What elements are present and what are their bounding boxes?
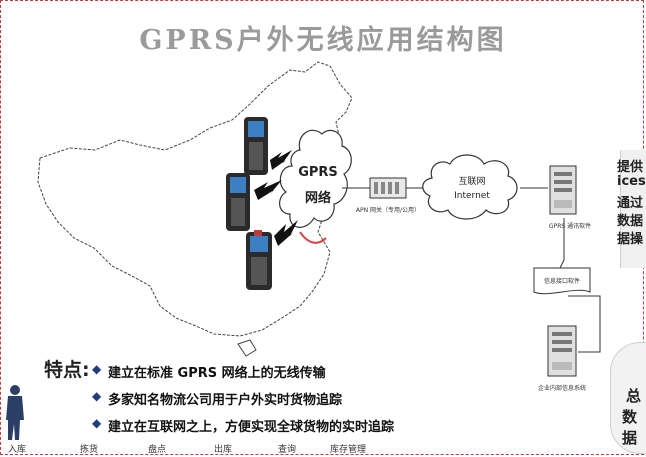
features-heading: 特点: [44,359,90,381]
internet-cloud [422,154,518,220]
apn-gateway-icon [369,177,407,199]
connector-line [559,218,565,269]
gprs-server-icon [549,165,577,215]
side-text: 提供 [617,160,644,175]
gprs-cloud-line2: 网络 [305,190,331,206]
enterprise-server-icon [547,325,577,377]
bullet-icon: ◆ [92,362,102,376]
round-panel [610,342,646,454]
enterprise-label: 企业内部信息系统 [538,384,586,392]
bottom-item: 入库 [8,445,27,455]
bottom-item: 拣货 [80,445,99,455]
feature-item-1: ◆ 建立在标准 GPRS 网络上的无线传输 [92,362,326,381]
lightning-icon [270,150,292,170]
lightning-icon [254,180,282,200]
china-map [37,61,353,337]
handheld-device-1 [244,117,268,175]
feature-text: 建立在互联网之上，方便实现全球货物的实时追踪 [108,420,395,435]
bottom-item: 查询 [278,445,297,455]
person-icon [6,385,24,440]
internet-cloud-line1: 互联网 [458,176,485,187]
round-text: 数据 [622,408,638,447]
internet-cloud-line2: Internet [454,191,490,201]
connector-line [568,295,601,353]
gprs-server-label: GPRS 通讯软件 [549,222,591,230]
lightning-icon [274,220,298,246]
side-text: 据操 [617,232,644,247]
feature-item-2: ◆ 多家知名物流公司用于户外实时货物追踪 [92,389,343,408]
bottom-item: 库存管理 [330,445,367,455]
bullet-icon: ◆ [92,389,102,403]
apn-gateway-label: APN 网关（专用/公用） [356,206,420,214]
side-text: ices [617,174,646,189]
feature-item-3: ◆ 建立在互联网之上，方便实现全球货物的实时追踪 [92,416,395,435]
interface-label: 信息接口软件 [544,277,580,285]
handheld-device-3 [246,230,272,290]
feature-text: 建立在标准 GPRS 网络上的无线传输 [108,366,326,381]
handheld-device-2 [226,173,250,231]
side-text: 通过 [617,196,644,211]
feature-text: 多家知名物流公司用于户外实时货物追踪 [108,393,343,408]
side-panel [620,150,646,268]
bottom-item: 盘点 [148,445,167,455]
hainan-island [237,339,257,357]
diagram-title: GPRS户外无线应用结构图 [139,25,507,56]
cloud-highlight [299,231,327,244]
bottom-item: 出库 [214,445,233,455]
bullet-icon: ◆ [92,416,102,430]
gprs-cloud-line1: GPRS [298,165,338,180]
interface-document-icon [533,267,591,295]
gprs-cloud [279,129,352,228]
round-text: 总 [626,387,642,405]
side-text: 数据 [617,214,644,229]
